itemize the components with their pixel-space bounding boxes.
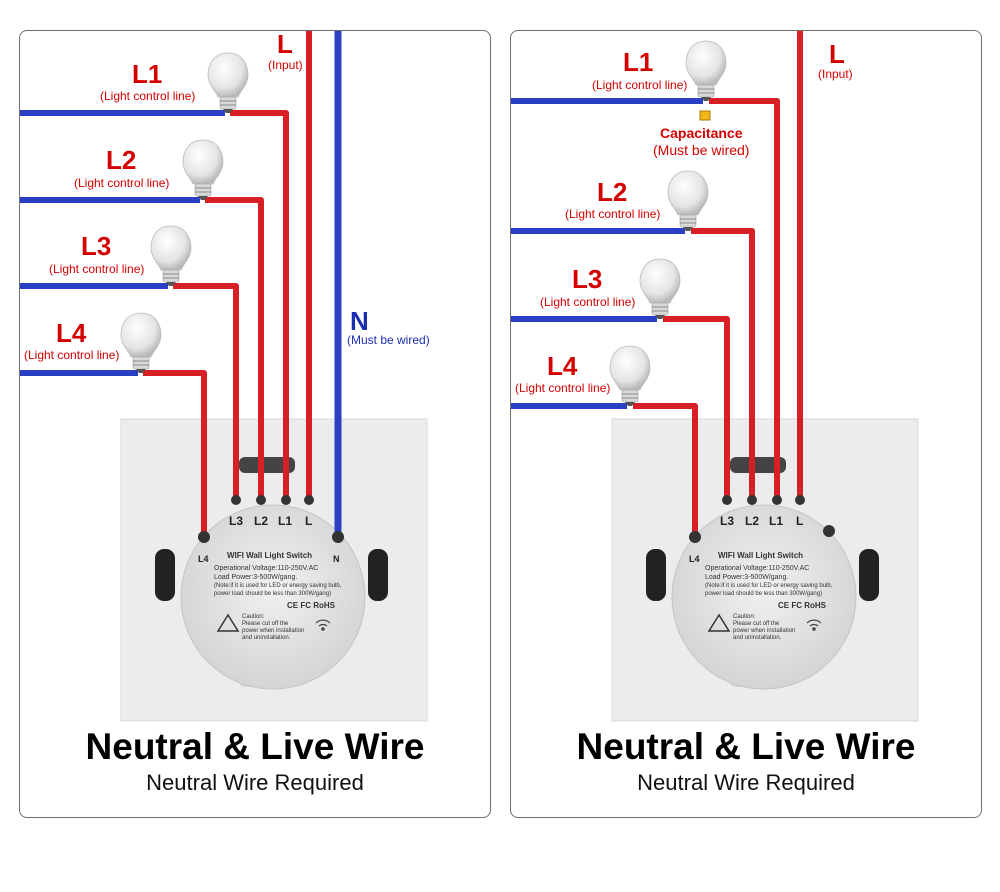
device-caution-1: Caution: bbox=[733, 614, 756, 620]
wire-l1-red bbox=[709, 98, 780, 496]
wifi-icon bbox=[315, 619, 331, 631]
wire-l4-red bbox=[633, 403, 698, 536]
wire-l1-red bbox=[230, 110, 289, 496]
device-caution-2: Please cut off the bbox=[733, 621, 780, 627]
load-sub-l2: (Light control line) bbox=[74, 176, 170, 190]
terminal-screws bbox=[689, 495, 805, 543]
load-sub-l1: (Light control line) bbox=[592, 78, 688, 92]
load-label-l1: L1 bbox=[132, 59, 163, 89]
device-voltage: Operational Voltage:110-250V.AC bbox=[214, 565, 319, 572]
terminal-label-l3: L3 bbox=[229, 514, 244, 528]
load-label-l1: L1 bbox=[623, 47, 654, 77]
wiring-panel-left: L1 (Light control line) L2 (Light contro… bbox=[19, 30, 491, 818]
terminal-label-l2: L2 bbox=[254, 514, 269, 528]
device-certs: CE FC RoHS bbox=[287, 601, 335, 610]
warning-icon bbox=[216, 613, 240, 632]
device-caution-1: Caution: bbox=[242, 614, 265, 620]
mount-hole-left bbox=[155, 549, 175, 601]
device-power: Load Power:3-500W/gang. bbox=[705, 574, 789, 581]
panel-title: Neutral & Live Wire bbox=[85, 726, 425, 767]
device-note-1: (Note:if it is used for LED or energy sa… bbox=[214, 583, 342, 589]
device-caution-4: and uninstallation. bbox=[733, 635, 782, 641]
device-note-2: power load should be less than 300W/gang… bbox=[705, 591, 823, 597]
panel-subtitle: Neutral Wire Required bbox=[146, 770, 364, 795]
warning-icon bbox=[707, 613, 731, 632]
wiring-diagram-right bbox=[511, 31, 919, 722]
terminal-label-l3: L3 bbox=[720, 514, 735, 528]
terminal-label-l2: L2 bbox=[745, 514, 760, 528]
bulb-icon-l1 bbox=[685, 40, 727, 102]
load-sub-l3: (Light control line) bbox=[540, 295, 636, 309]
device-certs: CE FC RoHS bbox=[778, 601, 826, 610]
mount-hole-left bbox=[646, 549, 666, 601]
load-sub-l2: (Light control line) bbox=[565, 207, 661, 221]
neutral-sub: (Must be wired) bbox=[347, 333, 430, 347]
neutral-label: N bbox=[350, 306, 369, 336]
load-label-l4: L4 bbox=[56, 318, 87, 348]
capacitor-icon bbox=[699, 110, 711, 121]
bulb-icon-l3 bbox=[639, 258, 681, 320]
device-note-1: (Note:if it is used for LED or energy sa… bbox=[705, 583, 833, 589]
terminal-screws bbox=[198, 495, 344, 543]
device-caution-3: power when installation bbox=[242, 628, 305, 634]
load-sub-l1: (Light control line) bbox=[100, 89, 196, 103]
switch-module-disc bbox=[671, 504, 857, 690]
device-caution-4: and uninstallation. bbox=[242, 635, 291, 641]
load-sub-l4: (Light control line) bbox=[515, 381, 611, 395]
live-sub: (Input) bbox=[818, 67, 853, 81]
terminal-label-l1: L1 bbox=[278, 514, 293, 528]
live-wires-red bbox=[143, 31, 312, 536]
live-label: L bbox=[277, 30, 293, 59]
load-label-l3: L3 bbox=[572, 264, 603, 294]
wiring-panel-right: L1 (Light control line) Capacitance (Mus… bbox=[510, 30, 982, 818]
terminal-label-n: N bbox=[333, 554, 340, 564]
terminal-label-l: L bbox=[305, 514, 313, 528]
wire-l2-red bbox=[205, 197, 264, 496]
live-wires-red bbox=[633, 31, 803, 536]
panel-subtitle: Neutral Wire Required bbox=[637, 770, 855, 795]
load-wires-blue bbox=[511, 98, 703, 409]
load-sub-l3: (Light control line) bbox=[49, 262, 145, 276]
load-wires-blue bbox=[20, 110, 225, 376]
wire-l2-red bbox=[691, 228, 755, 496]
bulb-icon-l2 bbox=[667, 170, 709, 232]
load-sub-l4: (Light control line) bbox=[24, 348, 120, 362]
wire-l3-red bbox=[173, 283, 239, 496]
load-label-l4: L4 bbox=[547, 351, 578, 381]
terminal-label-l1: L1 bbox=[769, 514, 784, 528]
terminal-label-l4: L4 bbox=[689, 554, 700, 564]
device-caution-3: power when installation bbox=[733, 628, 796, 634]
unused-terminal bbox=[823, 525, 835, 537]
mount-hole-right bbox=[859, 549, 879, 601]
load-label-l2: L2 bbox=[597, 177, 628, 207]
device-power: Load Power:3-500W/gang. bbox=[214, 574, 298, 581]
live-label: L bbox=[829, 39, 845, 69]
bulb-icon-l4 bbox=[609, 345, 651, 407]
terminal-label-l: L bbox=[796, 514, 804, 528]
bulb-icon-l1 bbox=[207, 52, 249, 114]
mount-hole-right bbox=[368, 549, 388, 601]
device-name: WIFI Wall Light Switch bbox=[718, 551, 804, 560]
wiring-diagram-left bbox=[20, 31, 428, 722]
load-label-l3: L3 bbox=[81, 231, 112, 261]
panel-title: Neutral & Live Wire bbox=[576, 726, 916, 767]
wire-l3-red bbox=[663, 316, 730, 496]
switch-module-disc bbox=[180, 504, 366, 690]
device-name: WIFI Wall Light Switch bbox=[227, 551, 313, 560]
bulb-icon-l2 bbox=[182, 139, 224, 201]
bulb-icon-l3 bbox=[150, 225, 192, 287]
live-sub: (Input) bbox=[268, 58, 303, 72]
terminal-label-l4: L4 bbox=[198, 554, 209, 564]
load-label-l2: L2 bbox=[106, 145, 137, 175]
plate-slot-top bbox=[730, 457, 786, 473]
wifi-icon bbox=[806, 619, 822, 631]
capacitance-label: Capacitance bbox=[660, 125, 743, 141]
wire-l4-red bbox=[143, 370, 207, 536]
device-voltage: Operational Voltage:110-250V.AC bbox=[705, 565, 810, 572]
device-note-2: power load should be less than 300W/gang… bbox=[214, 591, 332, 597]
capacitance-sub: (Must be wired) bbox=[653, 142, 750, 158]
bulb-icon-l4 bbox=[120, 312, 162, 374]
device-caution-2: Please cut off the bbox=[242, 621, 289, 627]
plate-slot-top bbox=[239, 457, 295, 473]
